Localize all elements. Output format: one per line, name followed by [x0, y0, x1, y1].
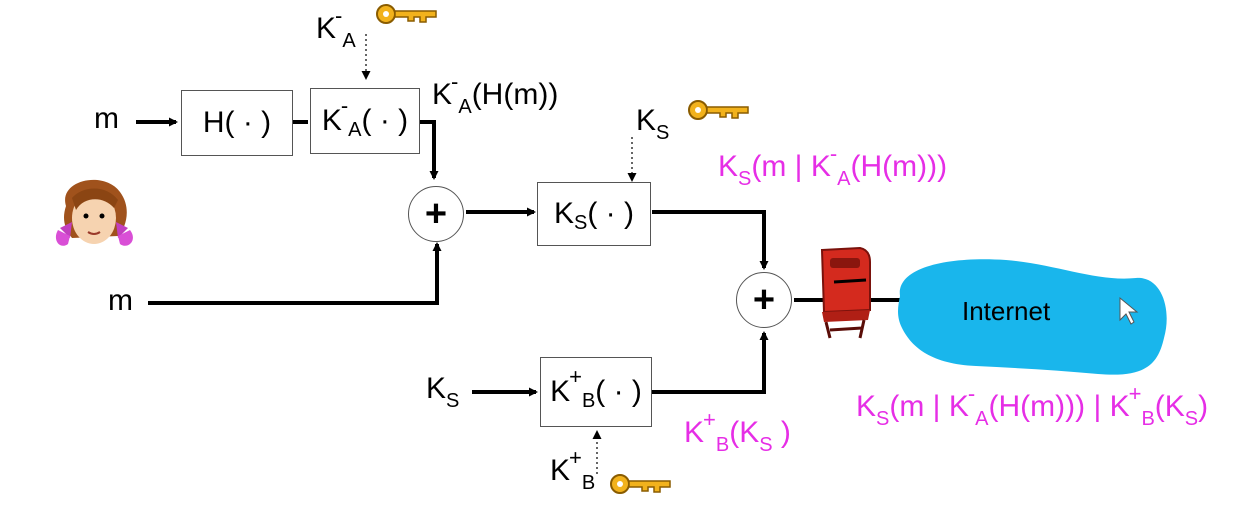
input-m-bottom: m — [108, 284, 133, 317]
key-label-public-b: K+B — [550, 445, 596, 494]
key-icon — [376, 4, 437, 24]
arrow-sign-to-plus — [420, 120, 439, 180]
public-key-encrypt-box: K+B( · ) — [540, 357, 652, 427]
hash-function-box: H( · ) — [181, 90, 293, 156]
internet-label: Internet — [962, 296, 1051, 326]
key-label-session: KS — [636, 104, 670, 144]
combine-plus-1: + — [408, 186, 464, 242]
arrow-ks-to-plus2 — [652, 210, 769, 270]
private-key-sign-box: K-A( · ) — [310, 88, 420, 154]
key-icon — [688, 100, 749, 120]
internet-cloud-icon — [898, 259, 1167, 375]
input-m-top: m — [94, 102, 119, 135]
input-session-key: KS — [426, 372, 460, 412]
arrow-kb-to-plus2 — [652, 331, 769, 394]
alice-avatar — [55, 179, 133, 246]
combine-plus-2: + — [736, 272, 792, 328]
mailbox-icon — [820, 246, 871, 339]
arrow-m-to-plus — [148, 242, 442, 305]
key-label-private-a: K-A — [316, 3, 356, 52]
encrypted-key-label: K+B(KS ) — [684, 407, 791, 456]
key-icon — [610, 474, 671, 494]
signed-hash-label: K-A(H(m)) — [432, 69, 559, 118]
final-output-label: KS(m | K-A(H(m))) | K+B(KS) — [856, 381, 1209, 430]
encrypted-message-label: KS(m | K-A(H(m))) — [718, 141, 948, 190]
